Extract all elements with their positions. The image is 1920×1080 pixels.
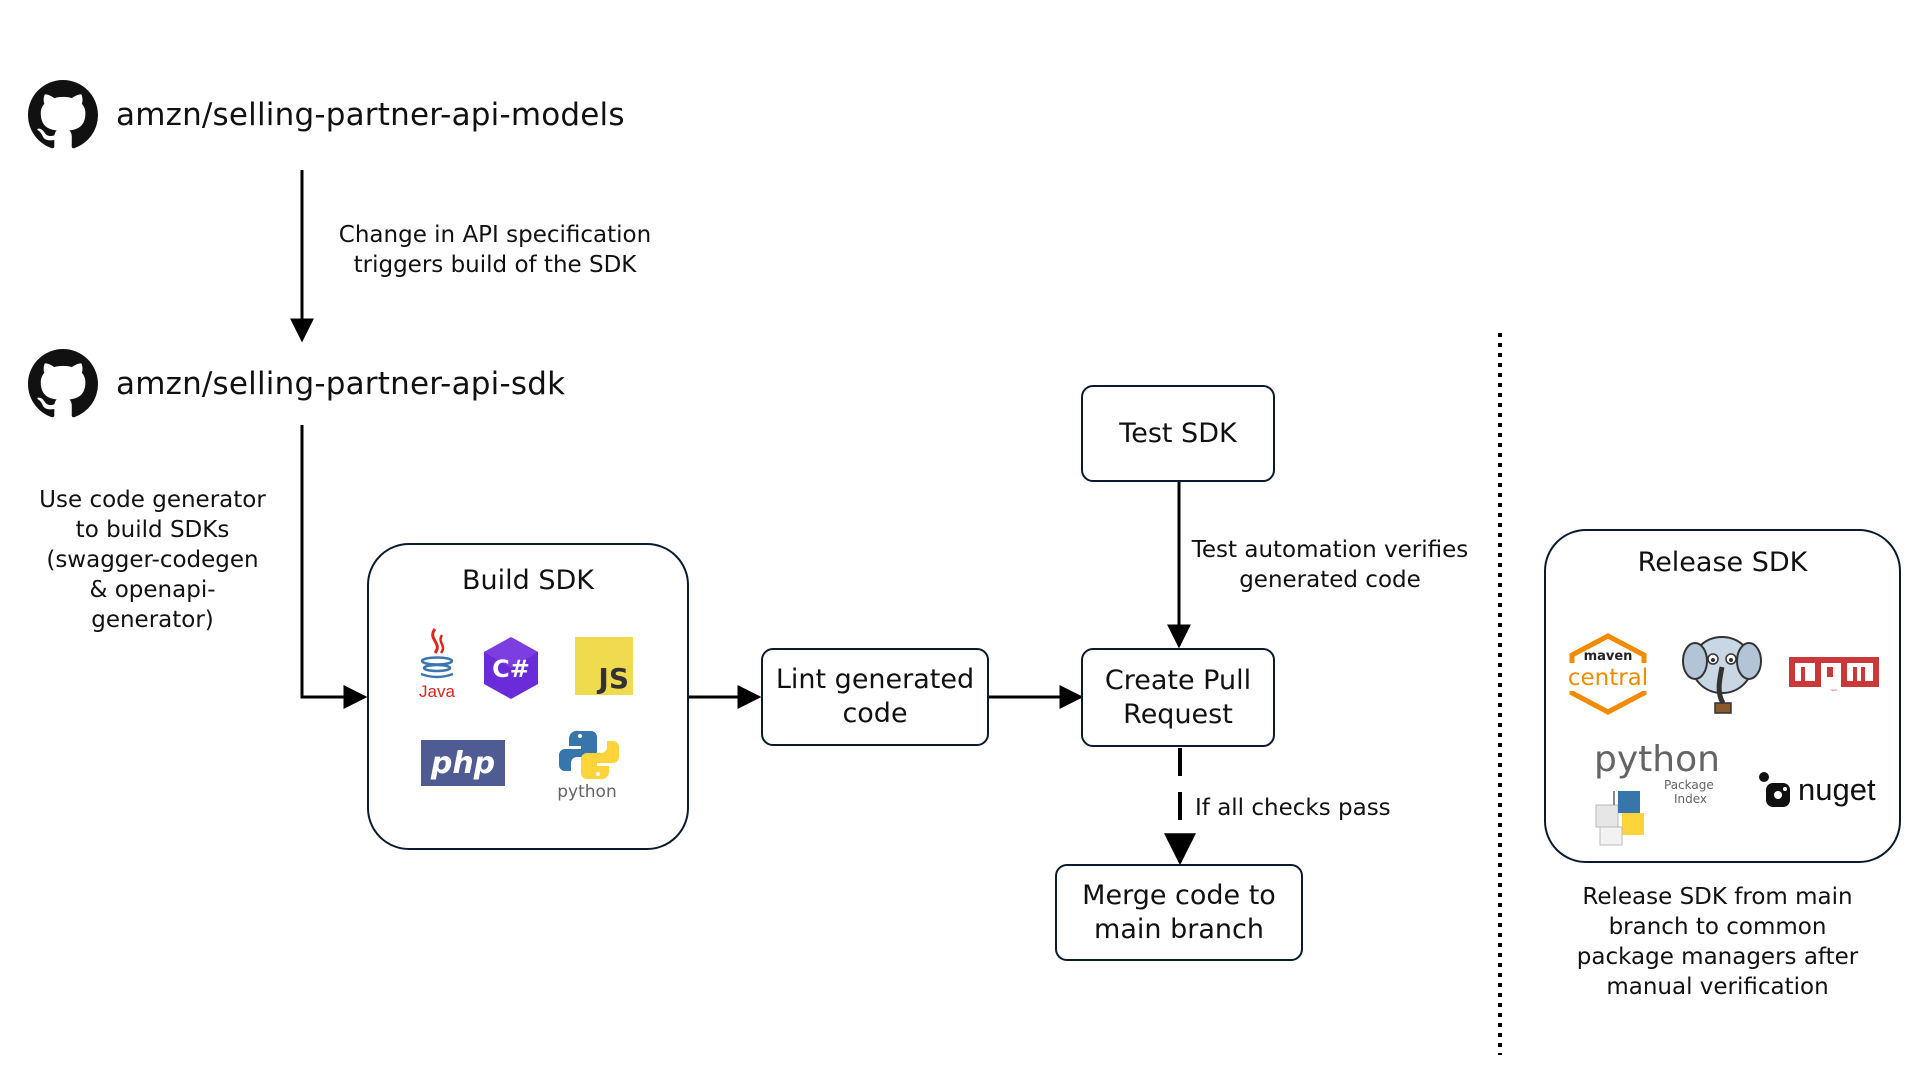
python-logo-icon: python [557,730,619,801]
php-elephant-logo-icon [1682,636,1762,714]
trigger-label: Change in API specification triggers bui… [338,222,652,278]
build-sdk-title: Build SDK [462,565,594,596]
nuget-mark-icon [1759,772,1790,807]
svg-text:python: python [557,782,616,801]
lint-box: Lint generated code [761,648,989,746]
release-sdk-title: Release SDK [1637,547,1808,578]
pull-request-box: Create Pull Request [1081,648,1275,747]
test-sdk-box: Test SDK [1081,385,1275,482]
svg-text:npm: npm [1831,688,1838,692]
svg-text:central: central [1568,665,1648,691]
maven-central-logo-icon: maven central [1562,633,1654,715]
repo-models: amzn/selling-partner-api-models [28,80,625,150]
npm-logo-icon: npm [1789,657,1879,692]
java-logo-icon: Java [419,628,455,701]
php-logo-icon: php [421,740,505,786]
github-icon [28,80,98,149]
test-automation-label: Test automation verifies generated code [1191,537,1469,593]
repo-sdk: amzn/selling-partner-api-sdk [28,349,565,419]
svg-text:python: python [1594,739,1720,780]
arrow-sdk-to-build [300,425,368,709]
github-icon [28,349,98,418]
php-logo-text: php [430,745,496,781]
codegen-label: Use code generator to build SDKs (swagge… [39,487,266,633]
svg-text:C#: C# [492,655,530,683]
nuget-logo-text: nuget [1798,772,1876,807]
csharp-logo-icon: C# [484,637,538,699]
svg-text:Java: Java [419,682,455,701]
javascript-logo-text: JS [598,662,629,695]
svg-text:Package: Package [1664,778,1714,792]
build-sdk-box: Build SDK Java C# JS php [367,543,689,850]
javascript-logo-icon: JS [575,637,633,695]
checks-pass-label: If all checks pass [1195,795,1391,821]
pypi-logo-icon: python Package Index [1594,739,1720,846]
repo-models-name: amzn/selling-partner-api-models [116,97,625,133]
nuget-logo-icon: nuget [1758,771,1876,809]
svg-text:Index: Index [1674,792,1707,806]
merge-box: Merge code to main branch [1055,864,1303,961]
release-sdk-box: Release SDK maven central [1544,529,1901,863]
svg-text:maven: maven [1584,649,1633,664]
release-note-label: Release SDK from main branch to common p… [1576,884,1859,1000]
repo-sdk-name: amzn/selling-partner-api-sdk [116,366,566,402]
